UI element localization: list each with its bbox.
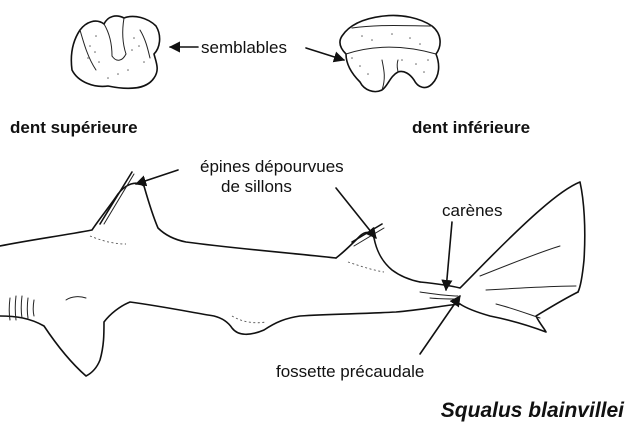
keels-arrow xyxy=(446,222,452,290)
lower-tooth-illustration xyxy=(340,15,440,91)
spines-label-line1: épines dépourvues xyxy=(200,157,344,176)
lower-tooth-caption: dent inférieure xyxy=(412,118,530,137)
similar-arrow-lower xyxy=(306,48,344,60)
similar-label: semblables xyxy=(201,38,287,57)
spines-label-line2: de sillons xyxy=(221,177,292,196)
species-name: Squalus blainvillei xyxy=(441,399,625,422)
keels-label: carènes xyxy=(442,201,502,220)
upper-tooth-caption: dent supérieure xyxy=(10,118,138,137)
precaudal-pit-label: fossette précaudale xyxy=(276,362,424,381)
spines-arrow-second-dorsal xyxy=(336,188,376,238)
upper-tooth-illustration xyxy=(71,16,159,88)
precaudal-pit-arrow xyxy=(420,296,460,354)
spines-arrow-first-dorsal xyxy=(136,170,178,184)
